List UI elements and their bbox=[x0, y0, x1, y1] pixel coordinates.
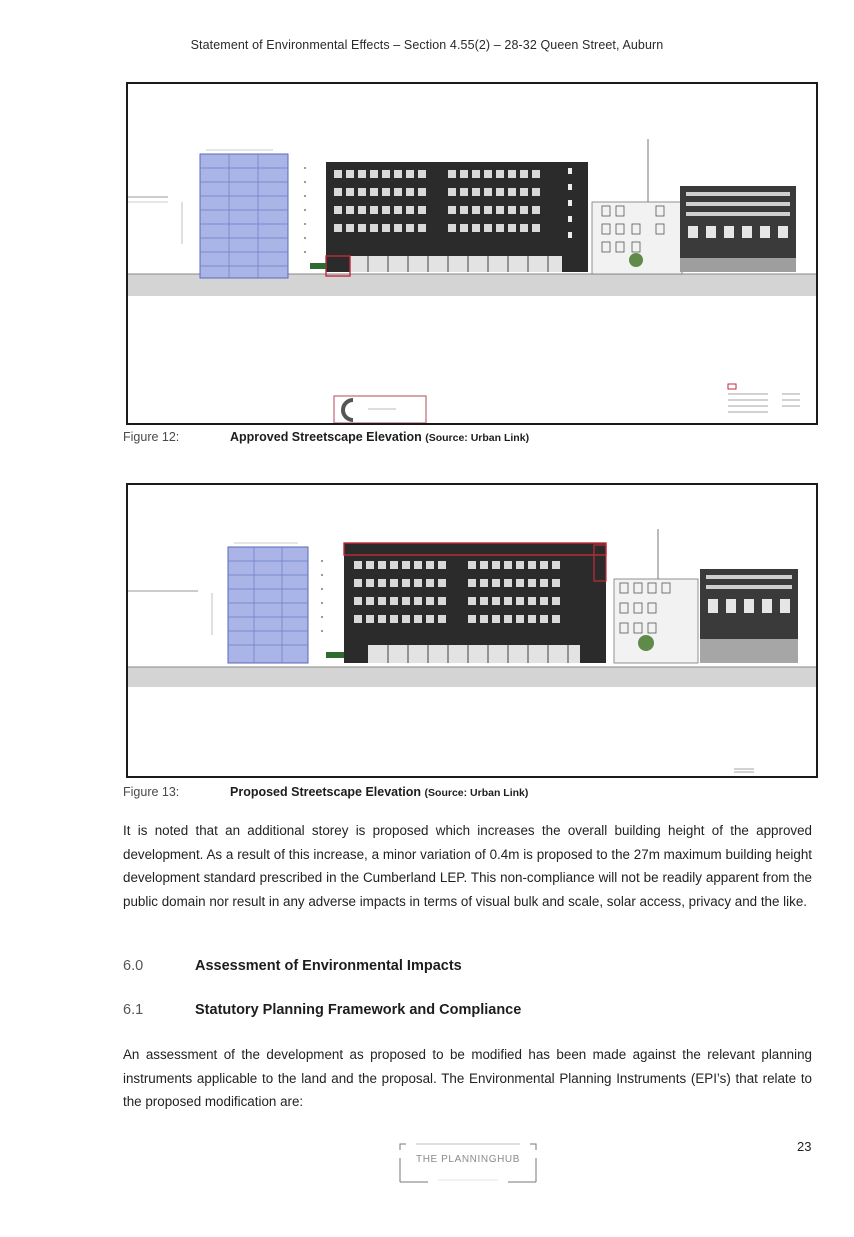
section-title: Assessment of Environmental Impacts bbox=[195, 958, 462, 974]
section-heading-6-0: 6.0 Assessment of Environmental Impacts bbox=[123, 958, 462, 974]
body-paragraph-height-variation: It is noted that an additional storey is… bbox=[123, 823, 812, 909]
figure-source: (Source: Urban Link) bbox=[425, 432, 530, 444]
figure-12-caption: Figure 12: Approved Streetscape Elevation… bbox=[123, 430, 529, 444]
planninghub-logo: THE PLANNINGHUB bbox=[398, 1140, 538, 1186]
logo-text: THE PLANNINGHUB bbox=[415, 1154, 520, 1165]
section-title: Statutory Planning Framework and Complia… bbox=[195, 1002, 522, 1018]
figure-13-caption: Figure 13: Proposed Streetscape Elevation… bbox=[123, 785, 528, 799]
section-number: 6.1 bbox=[123, 1002, 144, 1018]
section-number: 6.0 bbox=[123, 958, 144, 974]
approved-elevation-drawing bbox=[128, 139, 816, 423]
figure-title: Proposed Streetscape Elevation bbox=[230, 785, 422, 799]
proposed-elevation-drawing bbox=[128, 529, 816, 773]
running-header: Statement of Environmental Effects – Sec… bbox=[190, 38, 664, 52]
page-number: 23 bbox=[797, 1139, 812, 1154]
figure-number: Figure 12: bbox=[123, 430, 180, 444]
figure-13-image bbox=[126, 483, 818, 778]
logo-bracket-icon bbox=[399, 1143, 537, 1183]
section-heading-6-1: 6.1 Statutory Planning Framework and Comp… bbox=[123, 1002, 521, 1018]
figure-12-image bbox=[126, 82, 818, 425]
body-paragraph-assessment: An assessment of the development as prop… bbox=[123, 1047, 812, 1109]
figure-title: Approved Streetscape Elevation bbox=[230, 430, 422, 444]
figure-number: Figure 13: bbox=[123, 785, 180, 799]
figure-source: (Source: Urban Link) bbox=[424, 787, 529, 799]
